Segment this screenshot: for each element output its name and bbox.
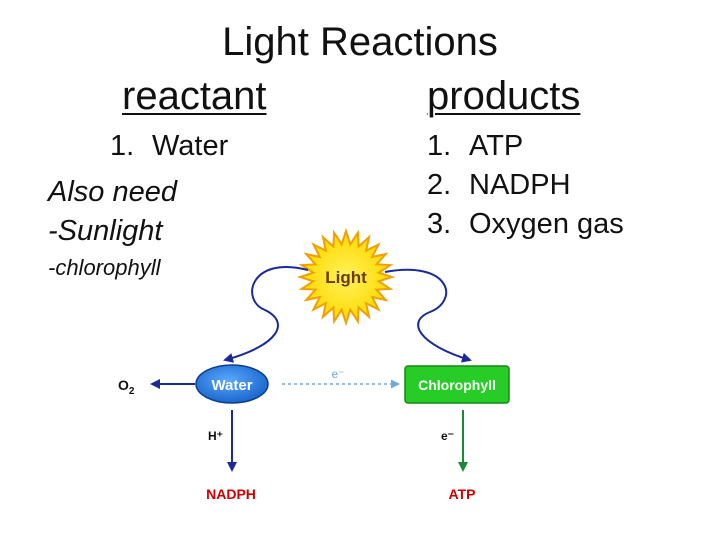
light-wave-arrow-left (223, 266, 309, 363)
list-text: Water (152, 130, 229, 162)
also-need-heading: Also need (48, 176, 177, 208)
products-heading: products (427, 74, 581, 118)
water-node (195, 364, 269, 404)
electron-down-label: e⁻ (441, 429, 454, 443)
also-need-item-chlorophyll: -chlorophyll (48, 255, 161, 280)
list-text: ATP (469, 130, 524, 162)
list-text: NADPH (469, 169, 571, 201)
chlorophyll-node (404, 365, 510, 404)
list-text: Oxygen gas (469, 208, 624, 240)
oxygen-label: O2 (118, 377, 135, 397)
product-item-2: 2. NADPH (427, 166, 571, 204)
oxygen-symbol: O (118, 377, 129, 393)
nadph-label: NADPH (206, 486, 256, 502)
water-label: Water (211, 377, 252, 394)
list-number: 3. (427, 208, 452, 240)
also-need-item-sunlight: -Sunlight (48, 215, 163, 247)
chlorophyll-label: Chlorophyll (418, 377, 496, 393)
light-wave-arrow-right (384, 268, 472, 363)
list-number: 1. (110, 130, 135, 162)
atp-label: ATP (449, 486, 476, 502)
oxygen-subscript: 2 (129, 386, 135, 397)
product-item-1: 1. ATP (427, 127, 523, 165)
product-item-3: 3. Oxygen gas (427, 205, 624, 243)
sun-label: Light (325, 268, 367, 287)
list-number: 1. (427, 130, 452, 162)
reactant-item-1: 1. Water (110, 127, 228, 165)
reactant-heading: reactant (122, 74, 267, 118)
page-title: Light Reactions (222, 20, 498, 64)
electron-label: e⁻ (331, 367, 344, 381)
list-number: 2. (427, 169, 452, 201)
sun-icon (296, 227, 396, 327)
hydrogen-label: H⁺ (208, 429, 223, 443)
